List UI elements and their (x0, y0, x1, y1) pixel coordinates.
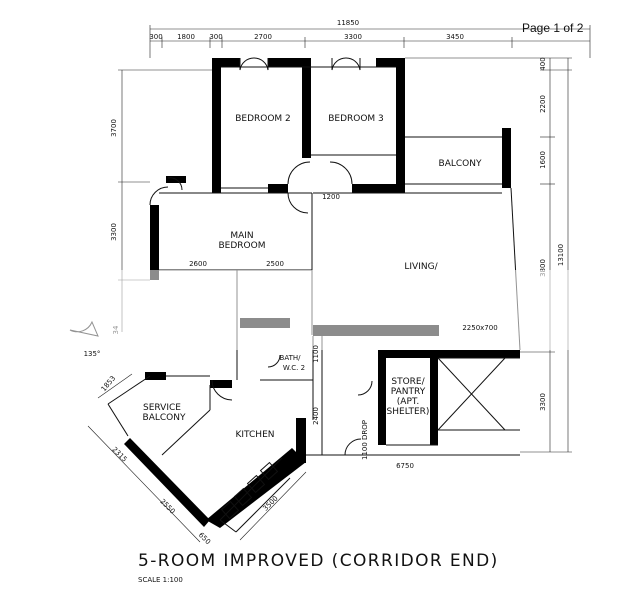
dim-left-3700: 3700 (110, 119, 118, 137)
dim-right-3300: 3300 (539, 393, 547, 411)
door-swings (69, 57, 373, 456)
dim-top-3450: 3450 (446, 33, 464, 41)
label-bedroom-2: BEDROOM 2 (235, 114, 291, 124)
scan-fade-band (0, 270, 618, 350)
right-dimension-lines (405, 57, 572, 453)
kitchen-counter (220, 461, 279, 520)
label-bath-1: BATH/ (280, 354, 302, 362)
dim-top-300b: 300 (209, 33, 222, 41)
dim-overall-width: 11850 (337, 19, 359, 27)
plan-title: 5-ROOM IMPROVED (CORRIDOR END) (138, 551, 499, 571)
dim-right-1600: 1600 (539, 151, 547, 169)
page-indicator: Page 1 of 2 (522, 21, 584, 35)
dim-top-2700: 2700 (254, 33, 272, 41)
dim-right-2200: 2200 (539, 95, 547, 113)
label-service-balcony-2: BALCONY (143, 413, 186, 423)
label-store-3: (APT. (397, 397, 419, 407)
label-bath-2: W.C. 2 (283, 364, 305, 372)
dim-corridor-1200: 1200 (322, 193, 340, 201)
room-outlines (107, 66, 521, 533)
kitchen-dimension-lines (87, 373, 307, 543)
dim-right-3800: 3800 (539, 259, 547, 277)
dim-living-2250: 2250x700 (462, 324, 497, 332)
label-balcony: BALCONY (439, 159, 482, 169)
label-main-bedroom-2: BEDROOM (219, 241, 266, 251)
dim-left-3300: 3300 (110, 223, 118, 241)
dim-top-3300: 3300 (344, 33, 362, 41)
dim-top-300a: 300 (149, 33, 162, 41)
room-labels: BEDROOM 2 BEDROOM 3 BALCONY MAIN BEDROOM… (143, 114, 482, 440)
dim-diag-2550: 2550 (158, 497, 176, 515)
label-bedroom-3: BEDROOM 3 (328, 114, 384, 124)
dim-mb-2500: 2500 (266, 260, 284, 268)
label-store-4: SHELTER) (387, 407, 430, 417)
dim-bottom-6750: 6750 (396, 462, 414, 470)
top-dimension-lines (149, 25, 591, 58)
dim-right-400: 400 (539, 57, 547, 70)
dim-mb-2600: 2600 (189, 260, 207, 268)
plan-scale: SCALE 1:100 (138, 576, 183, 584)
dim-diag-2315: 2315 (110, 445, 128, 463)
label-store-1: STORE/ (391, 377, 425, 387)
dim-door-drop: 1100 DROP (361, 420, 369, 460)
label-kitchen: KITCHEN (236, 430, 275, 440)
dim-right-13100: 13100 (557, 244, 565, 266)
dim-top-1800: 1800 (177, 33, 195, 41)
dim-bath-1100: 1100 (312, 345, 320, 363)
label-main-bedroom-1: MAIN (230, 231, 253, 241)
label-store-2: PANTRY (391, 387, 426, 397)
dim-diag-650: 650 (197, 531, 212, 546)
dim-diag-3500: 3500 (261, 494, 279, 512)
dim-angle-135: 135° (84, 350, 101, 358)
dim-kitchen-2400: 2400 (312, 407, 320, 425)
label-service-balcony-1: SERVICE (143, 403, 181, 413)
label-living: LIVING/ (404, 262, 438, 272)
